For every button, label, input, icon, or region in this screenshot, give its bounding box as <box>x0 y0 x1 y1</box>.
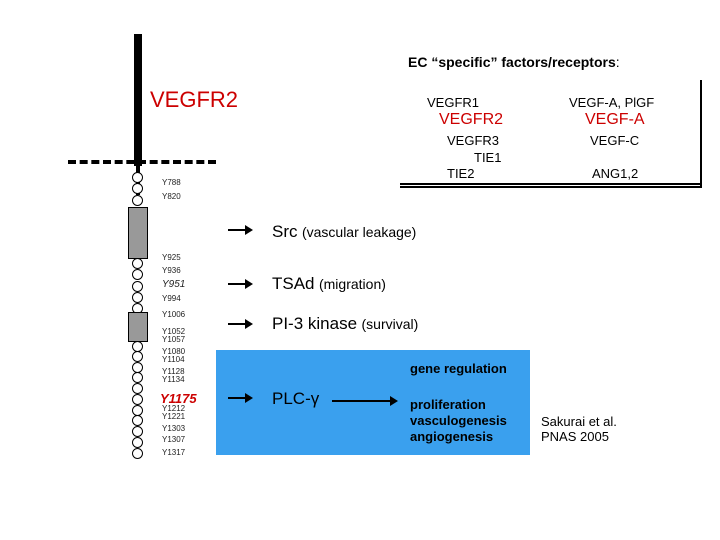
pathway-tsad-name: TSAd <box>272 274 315 293</box>
outcome-list: proliferation vasculogenesis angiogenesi… <box>410 397 507 445</box>
outcome-vasculogenesis: vasculogenesis <box>410 413 507 428</box>
pathway-pi3k: PI-3 kinase (survival) <box>272 314 418 334</box>
residue-y951: Y951 <box>162 279 186 290</box>
table-row-ligand-vegfr2: VEGF-A <box>585 111 645 128</box>
pathway-src: Src (vascular leakage) <box>272 222 416 242</box>
tyrosine-circle <box>132 183 143 194</box>
residue-y1221: Y1221 <box>162 412 186 421</box>
residue-y1128: Y1128 <box>162 367 185 376</box>
residue-y820: Y820 <box>162 192 181 201</box>
tyrosine-circle <box>132 258 143 269</box>
residue-y1317: Y1317 <box>162 448 186 457</box>
title-prefix: EC “specific” factors/receptors <box>408 54 616 70</box>
receptor-name: VEGFR2 <box>150 87 239 112</box>
arrow-src-head <box>245 225 253 235</box>
residue-y1052: Y1052 <box>162 327 186 336</box>
residue-y925: Y925 <box>162 253 181 262</box>
table-row-receptor-tie1: TIE1 <box>474 150 502 165</box>
pathway-pi3k-effect: (survival) <box>361 316 419 332</box>
tyrosine-circle <box>132 426 143 437</box>
title: EC “specific” factors/receptors: <box>408 54 620 70</box>
tyrosine-circle <box>132 448 143 459</box>
gene-regulation-label: gene regulation <box>410 361 507 376</box>
tyrosine-circle <box>132 281 143 292</box>
arrow-plc-to-outcomes-head <box>390 396 398 406</box>
residue-y1303: Y1303 <box>162 424 186 433</box>
table-row-receptor-vegfr1: VEGFR1 <box>427 95 480 110</box>
table-row-receptor-vegfr3: VEGFR3 <box>447 133 500 148</box>
residue-y994: Y994 <box>162 294 181 303</box>
pathway-tsad: TSAd (migration) <box>272 274 386 294</box>
tyrosine-circle <box>132 292 143 303</box>
citation-authors: Sakurai et al. <box>541 414 617 429</box>
pathway-src-name: Src <box>272 222 298 241</box>
residue-y1104: Y1104 <box>162 355 185 364</box>
tyrosine-circle <box>132 394 143 405</box>
outcome-proliferation: proliferation <box>410 397 486 412</box>
residue-y1212: Y1212 <box>162 404 186 413</box>
kinase-domain-1 <box>128 207 148 259</box>
arrow-tsad-head <box>245 279 253 289</box>
pathway-pi3k-name: PI-3 kinase <box>272 314 358 333</box>
receptor-upper-bar <box>134 34 142 166</box>
tyrosine-circle <box>132 372 143 383</box>
residue-y936: Y936 <box>162 266 181 275</box>
tyrosine-circle <box>132 195 143 206</box>
tyrosine-circle <box>132 269 143 280</box>
residue-y1080: Y1080 <box>162 347 186 356</box>
pathway-plc: PLC-γ <box>272 389 320 408</box>
residue-y1057: Y1057 <box>162 335 186 344</box>
membrane-dashed-line <box>68 160 216 164</box>
arrow-src <box>228 229 246 231</box>
blue-signaling-box <box>216 350 530 455</box>
residue-y788: Y788 <box>162 178 181 187</box>
title-suffix: : <box>615 54 620 70</box>
arrow-pi3k-head <box>245 319 253 329</box>
table-row-receptor-vegfr2: VEGFR2 <box>439 111 504 128</box>
tyrosine-circle <box>132 383 143 394</box>
citation: Sakurai et al. PNAS 2005 <box>541 414 617 444</box>
citation-journal: PNAS 2005 <box>541 429 609 444</box>
arrow-plc <box>228 397 246 399</box>
tyrosine-circle <box>132 351 143 362</box>
table-row-ligand-vegfr3: VEGF-C <box>590 133 640 148</box>
residue-y1175: Y1175 <box>160 391 197 406</box>
table-row-ligand-tie2: ANG1,2 <box>592 166 639 181</box>
residue-y1134: Y1134 <box>162 375 185 384</box>
tyrosine-circle <box>132 415 143 426</box>
residue-y1006: Y1006 <box>162 310 186 319</box>
arrow-plc-to-outcomes <box>332 400 392 402</box>
pathway-src-effect: (vascular leakage) <box>301 224 417 240</box>
table-bottom-left-tick <box>400 183 700 185</box>
arrow-plc-head <box>245 393 253 403</box>
receptor-table <box>400 80 702 188</box>
table-row-receptor-tie2: TIE2 <box>447 166 475 181</box>
tyrosine-circle <box>132 172 143 183</box>
outcome-angiogenesis: angiogenesis <box>410 429 494 444</box>
tyrosine-circle <box>132 437 143 448</box>
kinase-domain-2 <box>128 312 148 342</box>
arrow-pi3k <box>228 323 246 325</box>
residue-y1307: Y1307 <box>162 435 186 444</box>
table-row-ligand-vegfr1: VEGF-A, PlGF <box>569 95 655 110</box>
pathway-tsad-effect: (migration) <box>318 276 386 292</box>
arrow-tsad <box>228 283 246 285</box>
